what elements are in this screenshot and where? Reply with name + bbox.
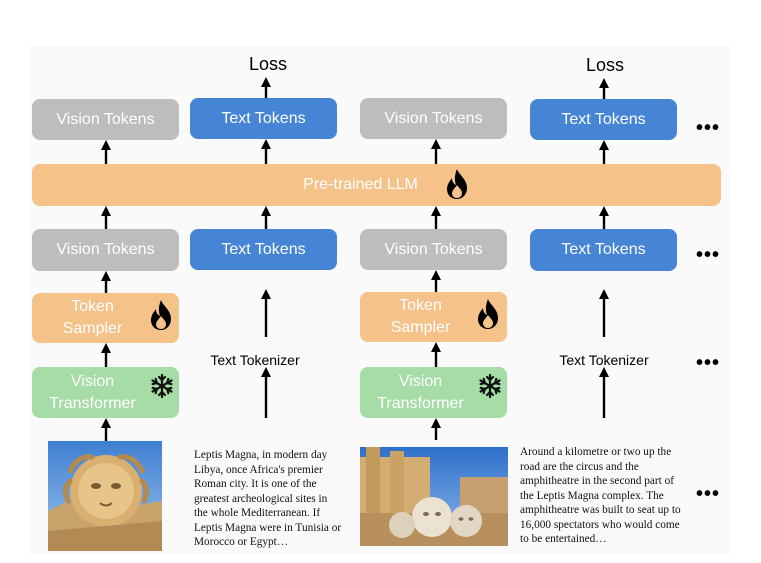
ellipsis-bottom: ••• (696, 483, 721, 505)
loss-label-2: Loss (585, 55, 625, 75)
ellipsis-top: ••• (696, 117, 721, 139)
caption-text-2: Around a kilometre or two up the road ar… (520, 446, 681, 545)
pretrained-llm-box: Pre-trained LLM (32, 164, 721, 206)
vision-tokens-top-1: Vision Tokens (32, 99, 179, 140)
caption-text-1: Leptis Magna, in modern day Libya, once … (194, 449, 342, 548)
flame-icon (447, 169, 467, 199)
text-tokenizer-label-2: Text Tokenizer (559, 352, 649, 368)
ruins-photo (360, 447, 508, 546)
token-sampler-2: Token Sampler (360, 292, 507, 342)
text-tokens-top-2: Text Tokens (530, 99, 677, 140)
text-tokens-mid-1: Text Tokens (190, 229, 337, 270)
vision-transformer-2: Vision Transformer (360, 367, 507, 418)
vision-tokens-mid-2: Vision Tokens (360, 229, 507, 270)
vision-transformer-1: Vision Transformer (32, 367, 179, 418)
text-tokens-mid-2: Text Tokens (530, 229, 677, 271)
pretrained-llm-label: Pre-trained LLM (303, 176, 418, 194)
ellipsis-mid: ••• (696, 244, 721, 266)
loss-label-1: Loss (248, 54, 288, 74)
text-tokens-top-1: Text Tokens (190, 98, 337, 139)
flame-icon (151, 300, 171, 330)
vision-tokens-mid-1: Vision Tokens (32, 229, 179, 271)
snowflake-icon (479, 374, 501, 398)
snowflake-icon (151, 374, 173, 398)
medusa-head-photo (48, 441, 162, 551)
vision-tokens-top-2: Vision Tokens (360, 98, 507, 139)
text-tokenizer-label-1: Text Tokenizer (210, 352, 300, 368)
ellipsis-tokenizer: ••• (696, 352, 721, 374)
flame-icon (478, 299, 498, 329)
